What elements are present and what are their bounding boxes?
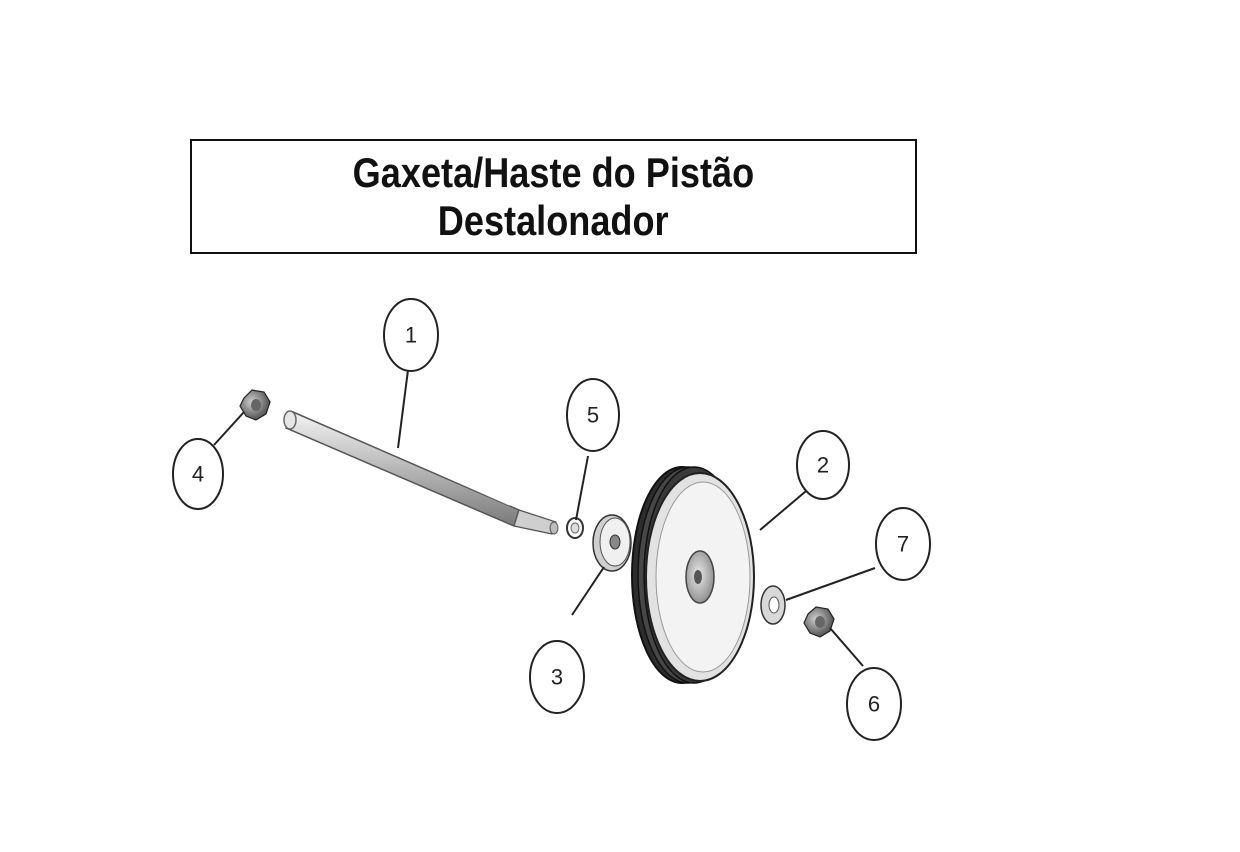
nut-left bbox=[239, 389, 271, 421]
callout-6: 6 bbox=[846, 667, 902, 741]
spacer-bushing bbox=[592, 514, 632, 572]
washer bbox=[760, 585, 786, 625]
callout-6-label: 6 bbox=[868, 692, 880, 717]
callout-4-label: 4 bbox=[192, 462, 204, 487]
diagram-subtitle: Destalonador bbox=[438, 196, 669, 244]
nut-right bbox=[803, 606, 835, 638]
callout-2-label: 2 bbox=[817, 453, 829, 478]
callout-3: 3 bbox=[529, 640, 585, 714]
diagram-title: Gaxeta/Haste do Pistão bbox=[352, 148, 755, 196]
callout-2: 2 bbox=[796, 430, 850, 500]
callout-5: 5 bbox=[566, 378, 620, 452]
diagram-title-box: Gaxeta/Haste do Pistão Destalonador bbox=[190, 139, 917, 254]
callout-7-label: 7 bbox=[897, 532, 909, 557]
callout-1-label: 1 bbox=[405, 323, 417, 348]
callout-7: 7 bbox=[875, 507, 931, 581]
small-o-ring bbox=[566, 517, 584, 539]
piston-with-gasket bbox=[631, 466, 755, 684]
callout-4: 4 bbox=[172, 438, 224, 510]
callout-1: 1 bbox=[383, 298, 439, 372]
leader-lines bbox=[213, 369, 876, 667]
piston-rod bbox=[283, 410, 559, 535]
callout-5-label: 5 bbox=[587, 403, 599, 428]
callout-3-label: 3 bbox=[551, 665, 563, 690]
